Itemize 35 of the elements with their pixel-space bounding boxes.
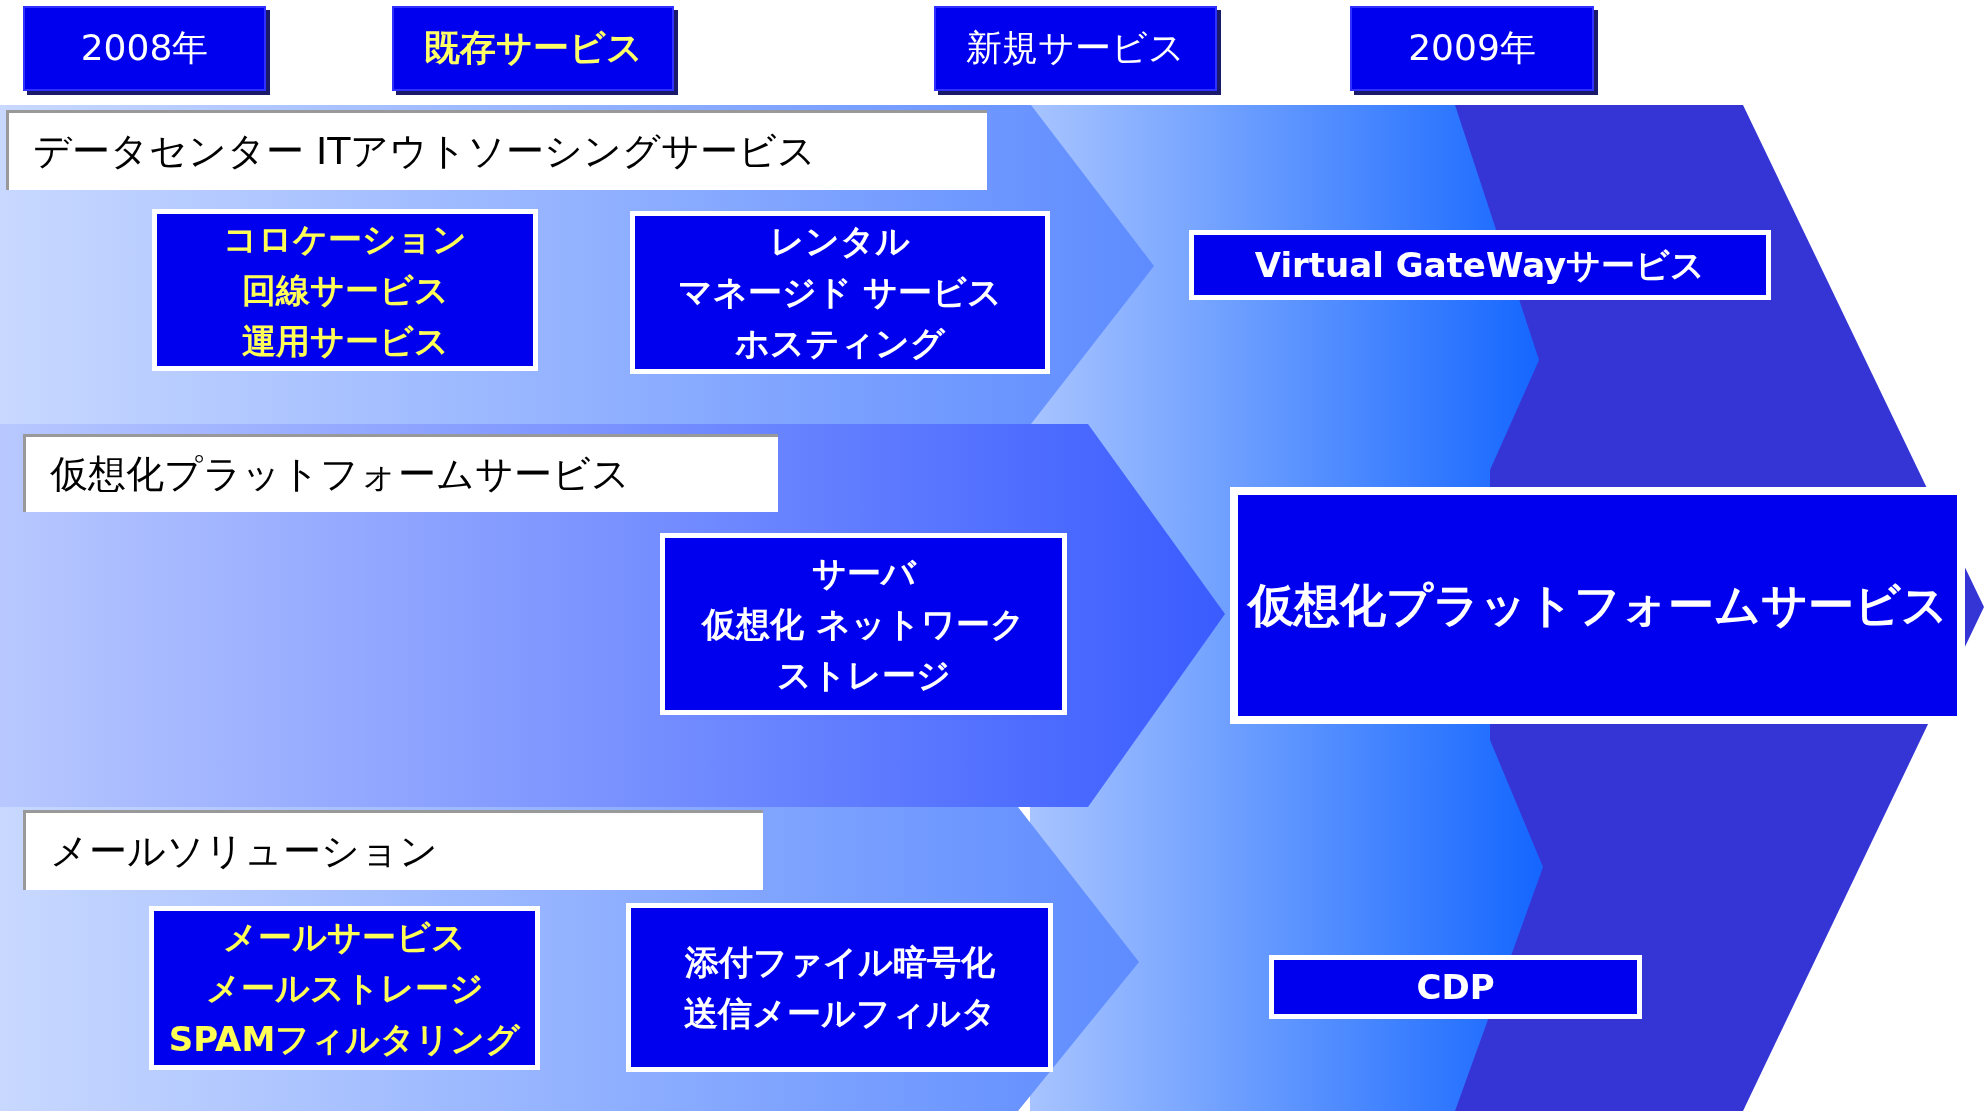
label: サーバ (811, 551, 916, 595)
label: SPAMフィルタリング (168, 1017, 521, 1061)
label: CDP (1416, 965, 1495, 1009)
service-box (630, 211, 1050, 374)
service-box (149, 906, 540, 1070)
label: ホスティング (735, 322, 945, 365)
label: コロケーション (223, 217, 467, 261)
label: マネージド サービス (677, 271, 1003, 314)
label: 2009年 (1408, 26, 1536, 70)
service-box (1189, 230, 1771, 300)
label: データセンター ITアウトソーシングサービス (33, 128, 818, 175)
section-header (23, 810, 763, 890)
label: 運用サービス (241, 319, 449, 363)
label: 仮想化 ネットワーク (702, 602, 1025, 646)
label: Virtual GateWayサービス (1254, 243, 1706, 287)
section-header (23, 434, 778, 512)
label: レンタル (770, 220, 910, 263)
label: 仮想化プラットフォームサービス (50, 451, 631, 498)
label: 送信メールフィルタ (683, 991, 996, 1035)
label: メールサービス (223, 915, 466, 959)
service-box (1230, 487, 1965, 724)
label: 新規サービス (966, 26, 1185, 70)
label: メールソリューション (50, 828, 439, 875)
service-box (626, 903, 1053, 1072)
label: ストレージ (776, 653, 951, 697)
label: 仮想化プラットフォームサービス (1247, 576, 1948, 634)
label: メールストレージ (205, 966, 484, 1010)
label: 2008年 (80, 26, 209, 70)
label: 添付ファイル暗号化 (684, 940, 995, 984)
label: 回線サービス (241, 268, 449, 312)
service-box (152, 209, 538, 371)
service-box (1269, 955, 1642, 1019)
section-header (6, 110, 987, 190)
service-box (660, 533, 1067, 715)
label: 既存サービス (423, 26, 643, 70)
